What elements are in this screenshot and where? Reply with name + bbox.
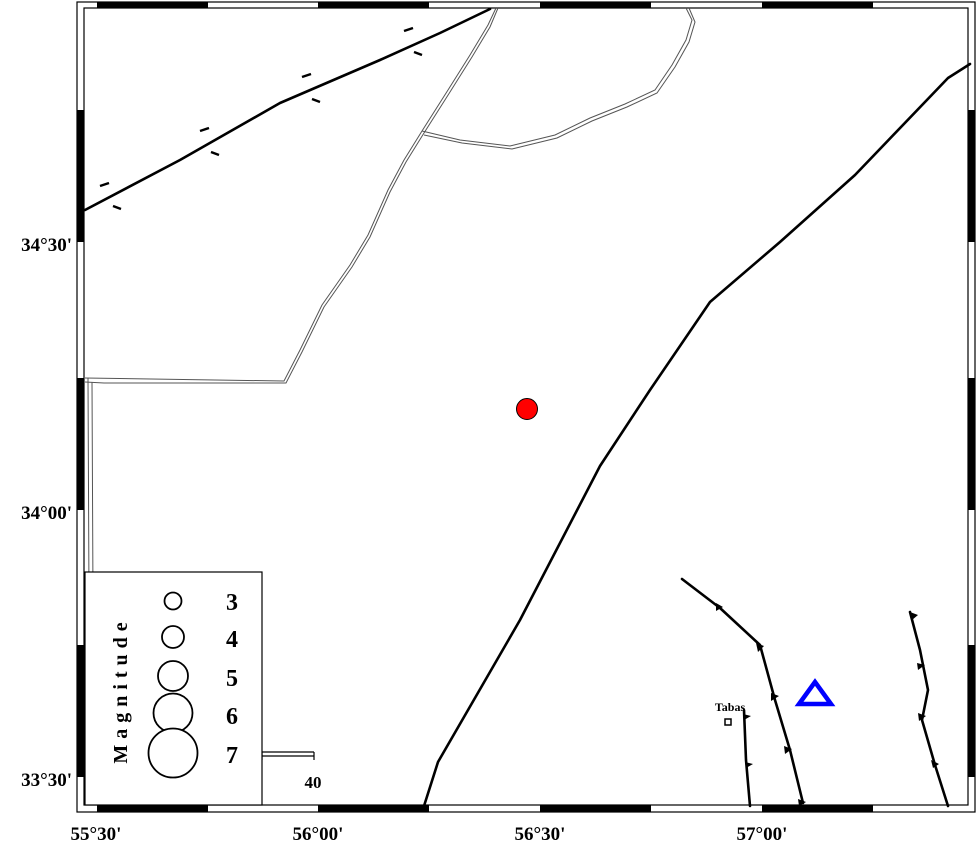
- red-circle-icon[interactable]: [516, 398, 538, 420]
- legend-circle-6: [152, 692, 194, 734]
- lat-label-34-00: 34°00': [21, 503, 72, 524]
- lon-label-56-30: 56°30': [515, 824, 566, 845]
- frame-right-bars: [968, 110, 975, 777]
- legend-circle-3: [163, 591, 183, 611]
- legend-label-6: 6: [226, 704, 238, 730]
- lon-label-56-00: 56°00': [293, 824, 344, 845]
- lon-label-57-00: 57°00': [737, 824, 788, 845]
- scale-bar-label: 40: [305, 773, 322, 792]
- legend-circle-5: [157, 660, 189, 692]
- scale-bar: 40: [261, 751, 322, 792]
- legend-circle-7: [147, 727, 199, 779]
- legend-circle-4: [161, 625, 185, 649]
- lon-label-55-30: 55°30': [71, 824, 122, 845]
- blue-triangle-icon[interactable]: [794, 678, 836, 707]
- city-label-tabas: Tabas: [715, 700, 746, 714]
- strike-slip-fault: [83, 7, 492, 212]
- frame-left-bars: [77, 110, 84, 777]
- legend-label-4: 4: [226, 627, 238, 653]
- magnitude-legend: Magnitude 3 4 5 6 7: [84, 571, 263, 806]
- square-icon: [724, 718, 732, 726]
- frame-top-bars: [97, 2, 873, 8]
- legend-title: Magnitude: [110, 616, 132, 763]
- lat-label-34-30: 34°30': [21, 235, 72, 256]
- legend-label-3: 3: [226, 590, 238, 616]
- lat-label-33-30: 33°30': [21, 770, 72, 791]
- thrust-fault-east: [908, 610, 950, 808]
- thrust-fault-tabas: [680, 577, 806, 806]
- legend-label-7: 7: [226, 743, 238, 769]
- thrust-fault-tabas-west: [742, 708, 753, 808]
- major-fault: [422, 62, 972, 808]
- frame-bottom-bars: [97, 805, 873, 812]
- legend-label-5: 5: [226, 666, 238, 692]
